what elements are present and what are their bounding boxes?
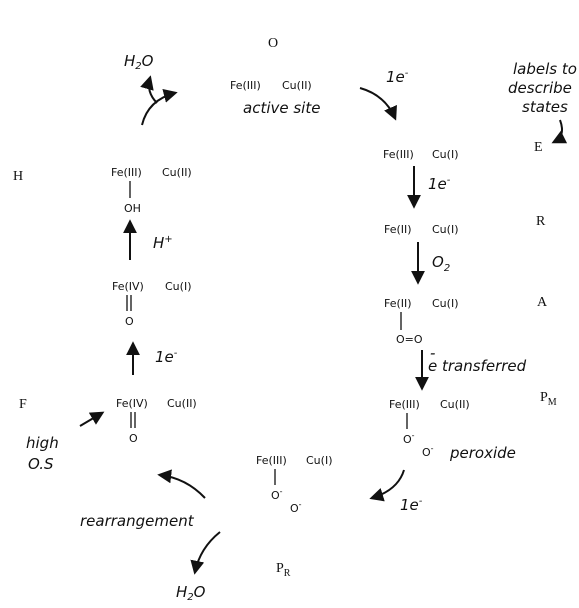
r-fe: Fe(II) xyxy=(384,223,412,236)
pm-o1: O- xyxy=(403,431,415,446)
arrow-pr-to-f xyxy=(157,469,206,499)
pm-o2: O- xyxy=(422,444,434,459)
a-ligand: O=O xyxy=(396,333,423,346)
labels-note-arrow xyxy=(551,119,568,144)
state-label-pm: PM xyxy=(540,390,557,408)
h-oh: OH xyxy=(124,202,141,215)
rearrangement-label: rearrangement xyxy=(80,512,195,530)
f2-o: O xyxy=(125,315,134,328)
state-label-r: R xyxy=(536,214,546,229)
h-plus-label: H+ xyxy=(153,234,173,252)
o2-label: O2 xyxy=(432,253,450,274)
pr-o2: O- xyxy=(290,500,302,515)
r-cu: Cu(I) xyxy=(432,223,458,236)
state-label-h: H xyxy=(13,169,23,184)
h2o-top-label: H2O xyxy=(124,52,154,72)
high-os-arrow xyxy=(79,411,105,427)
labels-note-line3: states xyxy=(522,98,568,116)
a-fe: Fe(II) xyxy=(384,297,412,310)
a-cu: Cu(I) xyxy=(432,297,458,310)
arrow-h2o-bottom xyxy=(190,531,221,575)
high-os-line2: O.S xyxy=(28,455,54,473)
f2-fe: Fe(IV) xyxy=(112,280,144,293)
state-label-f: F xyxy=(19,397,27,412)
e1-label: 1e- xyxy=(386,68,409,86)
active-site-label: active site xyxy=(243,99,320,117)
state-label-pr: PR xyxy=(276,561,291,579)
state-label-e: E xyxy=(534,140,543,155)
h-fe: Fe(III) xyxy=(111,166,142,179)
e3-label: 1e- xyxy=(400,496,423,514)
e2-label: 1e- xyxy=(428,175,451,193)
peroxide-label: peroxide xyxy=(449,444,516,462)
pr-o1: O- xyxy=(271,487,283,502)
state-label-o: O xyxy=(268,36,278,51)
pr-cu: Cu(I) xyxy=(306,454,332,467)
e-transferred-minus: - xyxy=(430,344,435,362)
o-cu: Cu(II) xyxy=(282,79,312,92)
e4-label: 1e- xyxy=(155,348,178,366)
labels-note-line1: labels to xyxy=(513,60,577,78)
f2-cu: Cu(I) xyxy=(165,280,191,293)
o-fe: Fe(III) xyxy=(230,79,261,92)
e-fe: Fe(III) xyxy=(383,148,414,161)
f-cu: Cu(II) xyxy=(167,397,197,410)
state-label-a: A xyxy=(537,295,548,310)
e-transferred-label: e transferred xyxy=(428,357,527,375)
pr-fe: Fe(III) xyxy=(256,454,287,467)
arrow-o-to-e xyxy=(359,87,397,121)
high-os-line1: high xyxy=(26,434,59,452)
labels-note-line2: describe xyxy=(508,79,572,97)
pm-cu: Cu(II) xyxy=(440,398,470,411)
arrow-pm-to-pr xyxy=(369,469,405,502)
h-cu: Cu(II) xyxy=(162,166,192,179)
e-cu: Cu(I) xyxy=(432,148,458,161)
arrow-h2o-top xyxy=(140,75,158,104)
arrow-h-to-o xyxy=(141,89,178,126)
h2o-bottom-label: H2O xyxy=(176,583,206,603)
f-fe: Fe(IV) xyxy=(116,397,148,410)
f-o: O xyxy=(129,432,138,445)
pm-fe: Fe(III) xyxy=(389,398,420,411)
